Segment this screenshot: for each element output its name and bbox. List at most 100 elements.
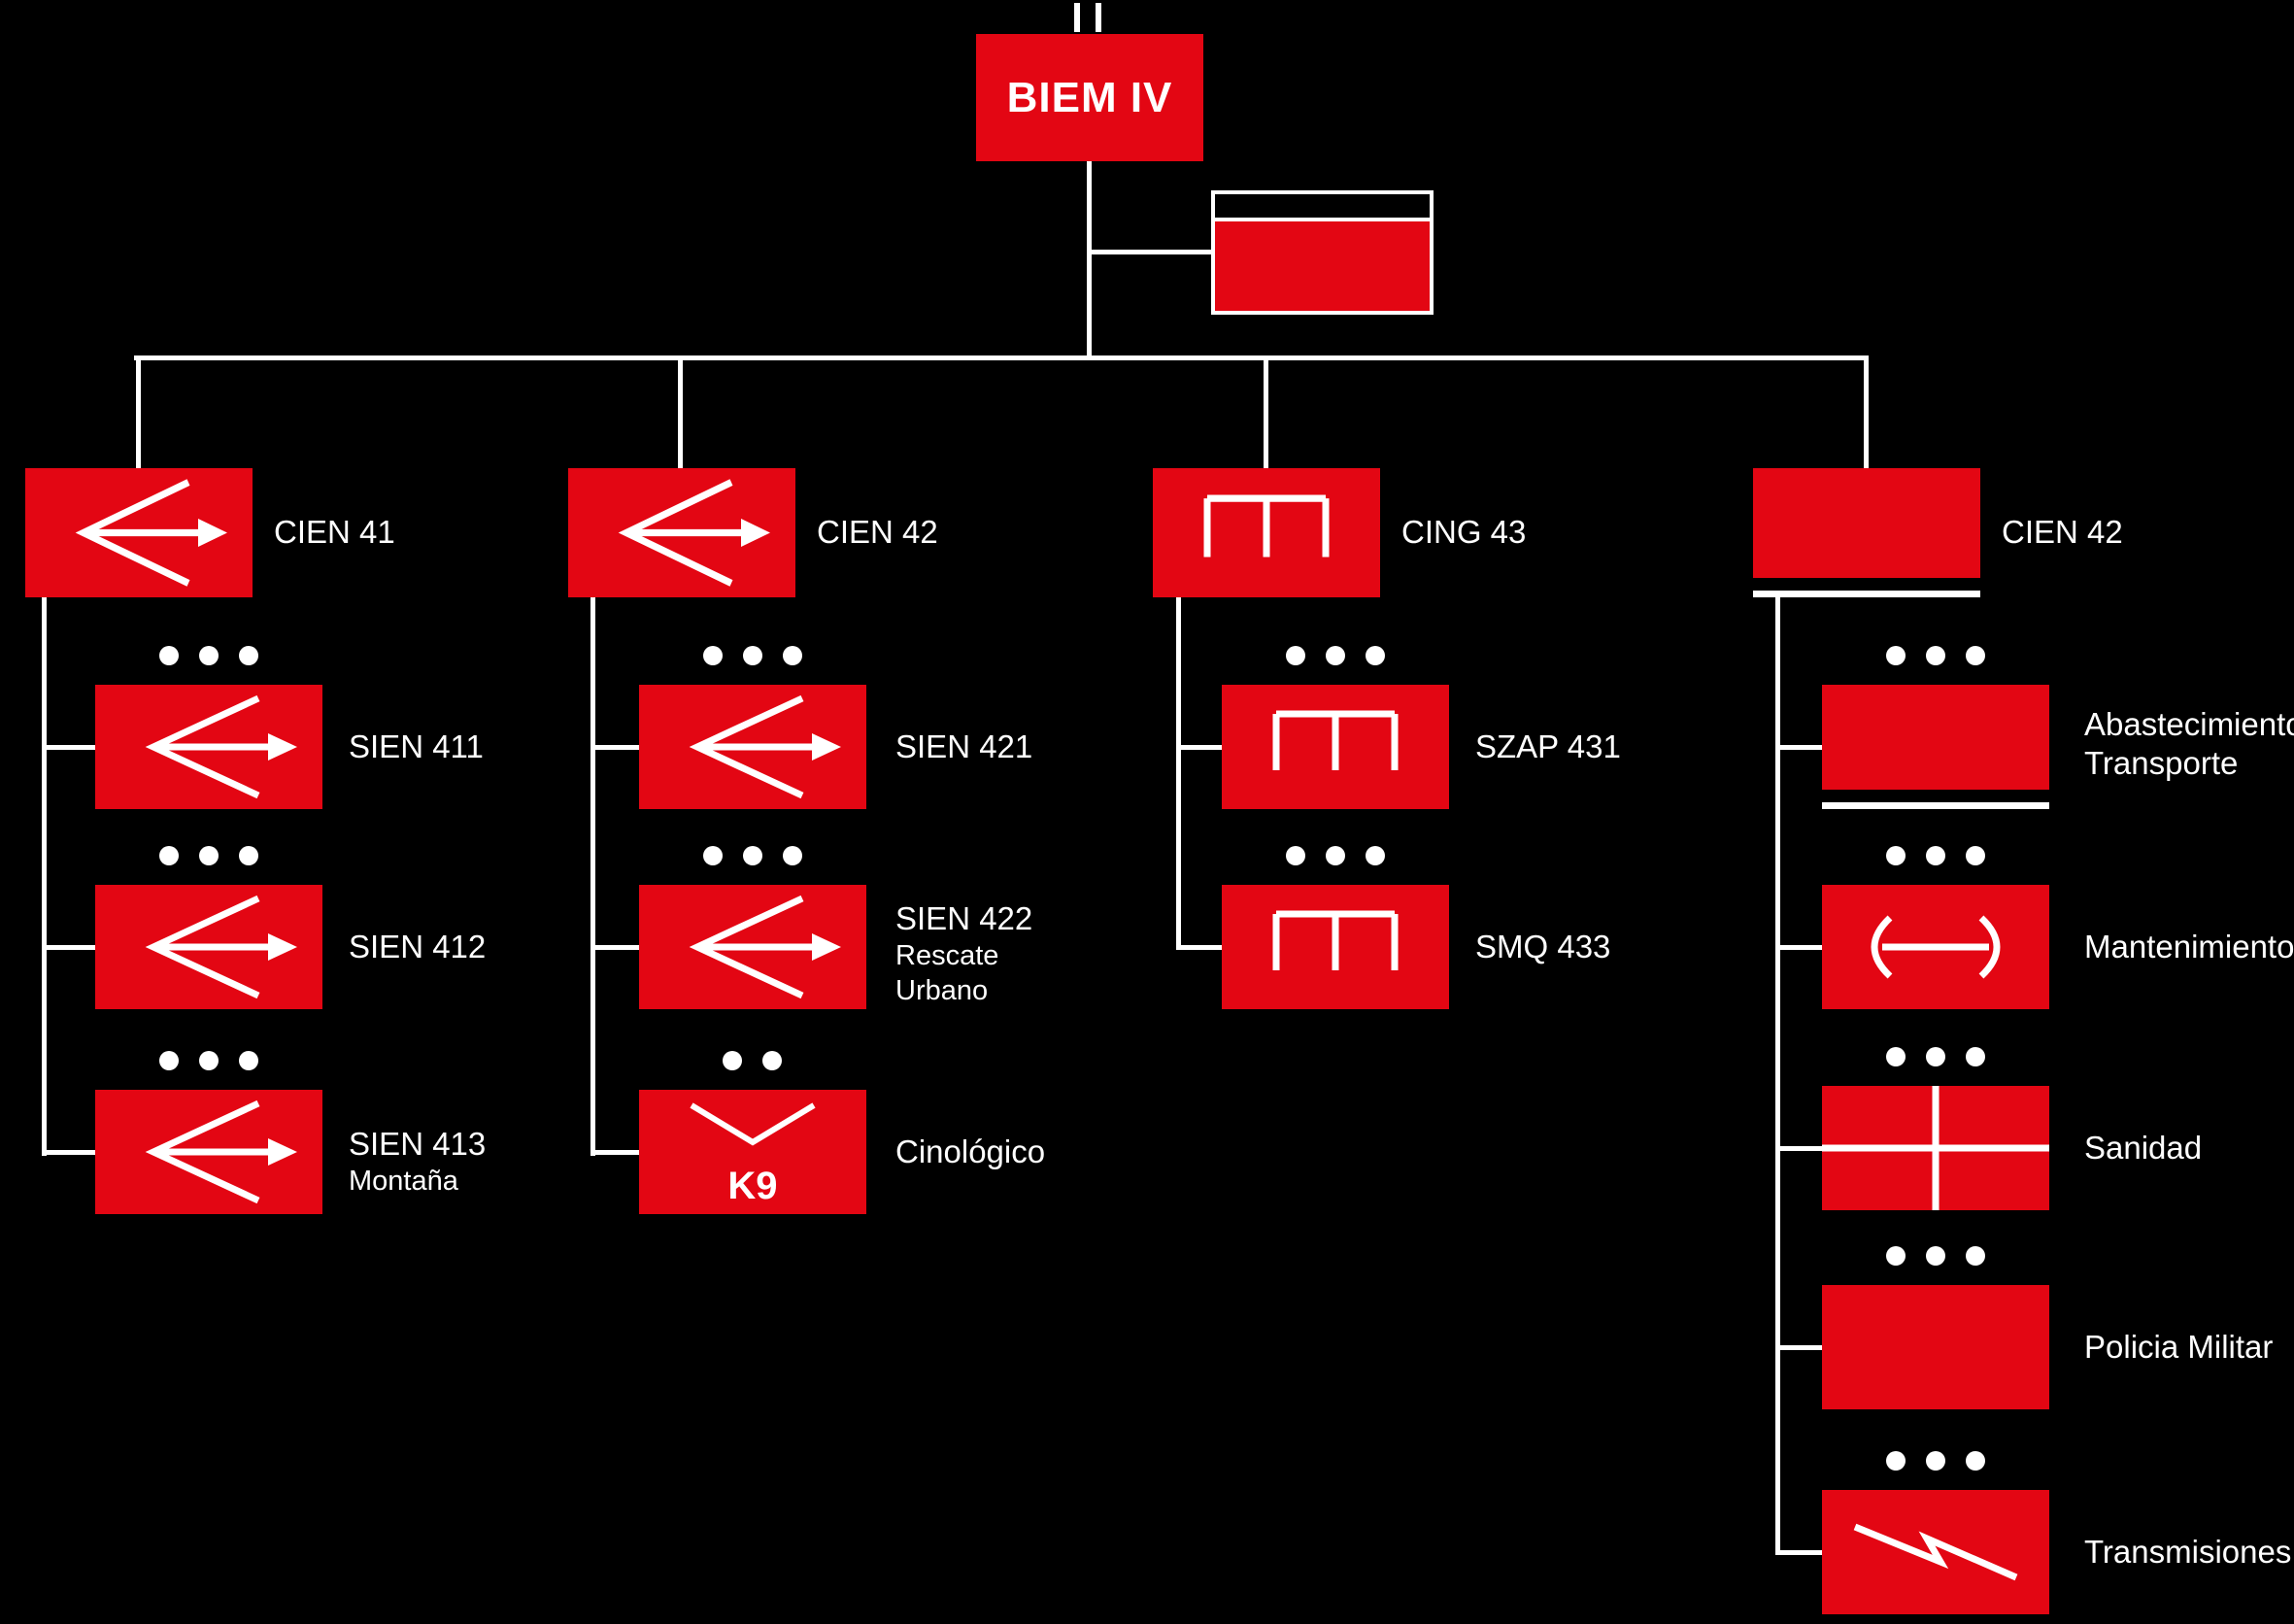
hq-flag-box	[1211, 190, 1434, 315]
signal-lightning-icon	[1853, 1523, 2018, 1581]
engineer-bridge-icon	[1272, 910, 1399, 970]
hq-flag-band	[1215, 194, 1430, 221]
unit-label: CING 43	[1401, 514, 1527, 550]
connector-line	[136, 355, 141, 470]
unit-box-sien-412	[95, 885, 322, 1009]
connector-line	[42, 1150, 97, 1155]
unit-label: CIEN 42	[817, 514, 938, 550]
unit-label: Transmisiones	[2084, 1534, 2292, 1570]
connector-line	[590, 945, 641, 950]
unit-label: SIEN 421	[895, 728, 1033, 764]
company-dots-icon	[723, 1051, 782, 1070]
unit-box-sien-413	[95, 1090, 322, 1214]
unit-label: SIEN 411	[349, 728, 484, 764]
unit-box-transmisiones	[1822, 1490, 2049, 1614]
intervention-arrow-icon	[145, 694, 297, 799]
maintenance-wrench-icon	[1871, 915, 2001, 979]
unit-label: SZAP 431	[1475, 728, 1621, 764]
connector-line	[678, 355, 683, 470]
intervention-arrow-icon	[145, 895, 297, 999]
unit-box-policia-militar	[1822, 1285, 2049, 1409]
connector-line	[134, 355, 1869, 360]
echelon-ii-bar	[1074, 3, 1080, 32]
connector-line	[1264, 355, 1268, 470]
company-dots-icon	[1886, 1047, 1985, 1066]
intervention-arrow-icon	[618, 479, 770, 587]
connector-line	[1775, 597, 1780, 1555]
unit-box-cien-42-log	[1753, 468, 1980, 597]
unit-sublabel: Urbano	[895, 975, 989, 1006]
supply-stripe	[1822, 802, 2049, 809]
company-dots-icon	[1886, 1246, 1985, 1266]
connector-line	[1087, 161, 1092, 357]
unit-label: CIEN 41	[274, 514, 395, 550]
connector-line	[1775, 945, 1824, 950]
unit-sublabel: Rescate	[895, 940, 999, 971]
unit-box-k9: K9	[639, 1090, 866, 1214]
unit-label: Sanidad	[2084, 1130, 2203, 1166]
company-dots-icon	[159, 1051, 258, 1070]
connector-line	[1775, 1146, 1824, 1151]
supply-stripe	[1753, 591, 1980, 597]
intervention-arrow-icon	[145, 1100, 297, 1204]
unit-label: Abastecimiento Transporte	[2084, 705, 2294, 783]
company-dots-icon	[1286, 646, 1385, 665]
engineer-bridge-icon	[1272, 710, 1399, 770]
unit-box-abastecimiento	[1822, 685, 2049, 809]
connector-line	[1176, 945, 1224, 950]
unit-box-cien-41	[25, 468, 253, 597]
echelon-ii-bar	[1096, 3, 1101, 32]
connector-line	[590, 745, 641, 750]
intervention-arrow-icon	[689, 694, 841, 799]
unit-label-main: SIEN 422	[895, 900, 1033, 936]
unit-label: Cinológico	[895, 1133, 1046, 1169]
unit-box-sanidad	[1822, 1086, 2049, 1210]
unit-box-smq-433	[1222, 885, 1449, 1009]
connector-line	[42, 945, 97, 950]
connector-line	[42, 745, 97, 750]
company-dots-icon	[703, 646, 802, 665]
unit-label: CIEN 42	[2002, 514, 2123, 550]
unit-box-cing-43	[1153, 468, 1380, 597]
connector-line	[1176, 597, 1181, 950]
unit-box-sien-422	[639, 885, 866, 1009]
unit-label: SMQ 433	[1475, 929, 1611, 964]
unit-label: SIEN 412	[349, 929, 487, 964]
unit-label-line: Abastecimiento	[2084, 706, 2294, 742]
supply-stripe	[1822, 790, 2049, 802]
company-dots-icon	[159, 846, 258, 865]
k9-box-text: K9	[727, 1165, 778, 1207]
unit-box-mantenimiento	[1822, 885, 2049, 1009]
company-dots-icon	[1886, 846, 1985, 865]
connector-line	[1089, 250, 1213, 254]
company-dots-icon	[703, 846, 802, 865]
company-dots-icon	[159, 646, 258, 665]
unit-sublabel: Montaña	[349, 1166, 458, 1197]
unit-label-line: Transporte	[2084, 745, 2239, 781]
company-dots-icon	[1886, 1451, 1985, 1471]
root-unit-label: BIEM IV	[1006, 73, 1173, 121]
connector-line	[1775, 1345, 1824, 1350]
intervention-arrow-icon	[75, 479, 227, 587]
connector-line	[1176, 745, 1224, 750]
supply-stripe	[1753, 578, 1980, 591]
engineer-bridge-icon	[1203, 494, 1330, 558]
root-unit-box: BIEM IV	[976, 34, 1203, 161]
connector-line	[590, 1150, 641, 1155]
connector-line	[590, 597, 595, 1156]
unit-box-sien-411	[95, 685, 322, 809]
k9-chevron-icon	[690, 1102, 816, 1146]
unit-label: SIEN 413 Montaña	[349, 1125, 486, 1199]
unit-label: SIEN 422 Rescate Urbano	[895, 899, 1032, 1008]
connector-line	[1775, 1550, 1824, 1555]
unit-box-cien-42	[568, 468, 795, 597]
unit-box-szap-431	[1222, 685, 1449, 809]
unit-box-sien-421	[639, 685, 866, 809]
connector-line	[1864, 355, 1869, 470]
connector-line	[42, 597, 47, 1156]
medical-cross-icon	[1822, 1086, 2049, 1210]
connector-line	[1775, 745, 1824, 750]
company-dots-icon	[1286, 846, 1385, 865]
unit-label: Policia Militar	[2084, 1329, 2274, 1365]
